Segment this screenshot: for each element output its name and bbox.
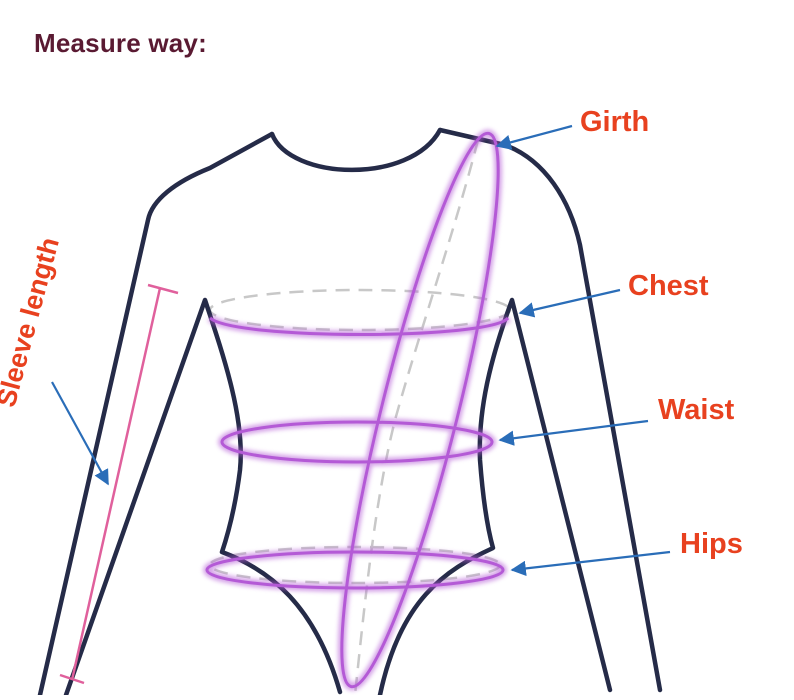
guide-dashes [208,139,512,696]
chest-band [209,316,510,336]
waist-label: Waist [658,394,735,426]
garment-outline [37,127,663,698]
neckline [269,127,443,173]
chest-label: Chest [628,270,709,302]
waist-band [220,420,494,464]
chest-arrow [518,288,621,318]
girth-arrow [495,124,573,150]
hips-band [205,550,505,590]
right-outline [377,127,663,698]
girth-band [340,131,500,689]
girth-label: Girth [580,106,650,138]
chest-guide-ellipse [208,288,512,332]
page-title: Measure way: [34,28,207,58]
waist-arrow [498,419,649,446]
sleeve-length-line [59,283,179,685]
hips-label: Hips [680,528,743,560]
pointer-arrows [51,124,671,577]
sleeve-arrow [51,381,109,486]
left-outline [37,131,343,698]
measure-bands [203,129,512,691]
hips-arrow [510,550,671,577]
